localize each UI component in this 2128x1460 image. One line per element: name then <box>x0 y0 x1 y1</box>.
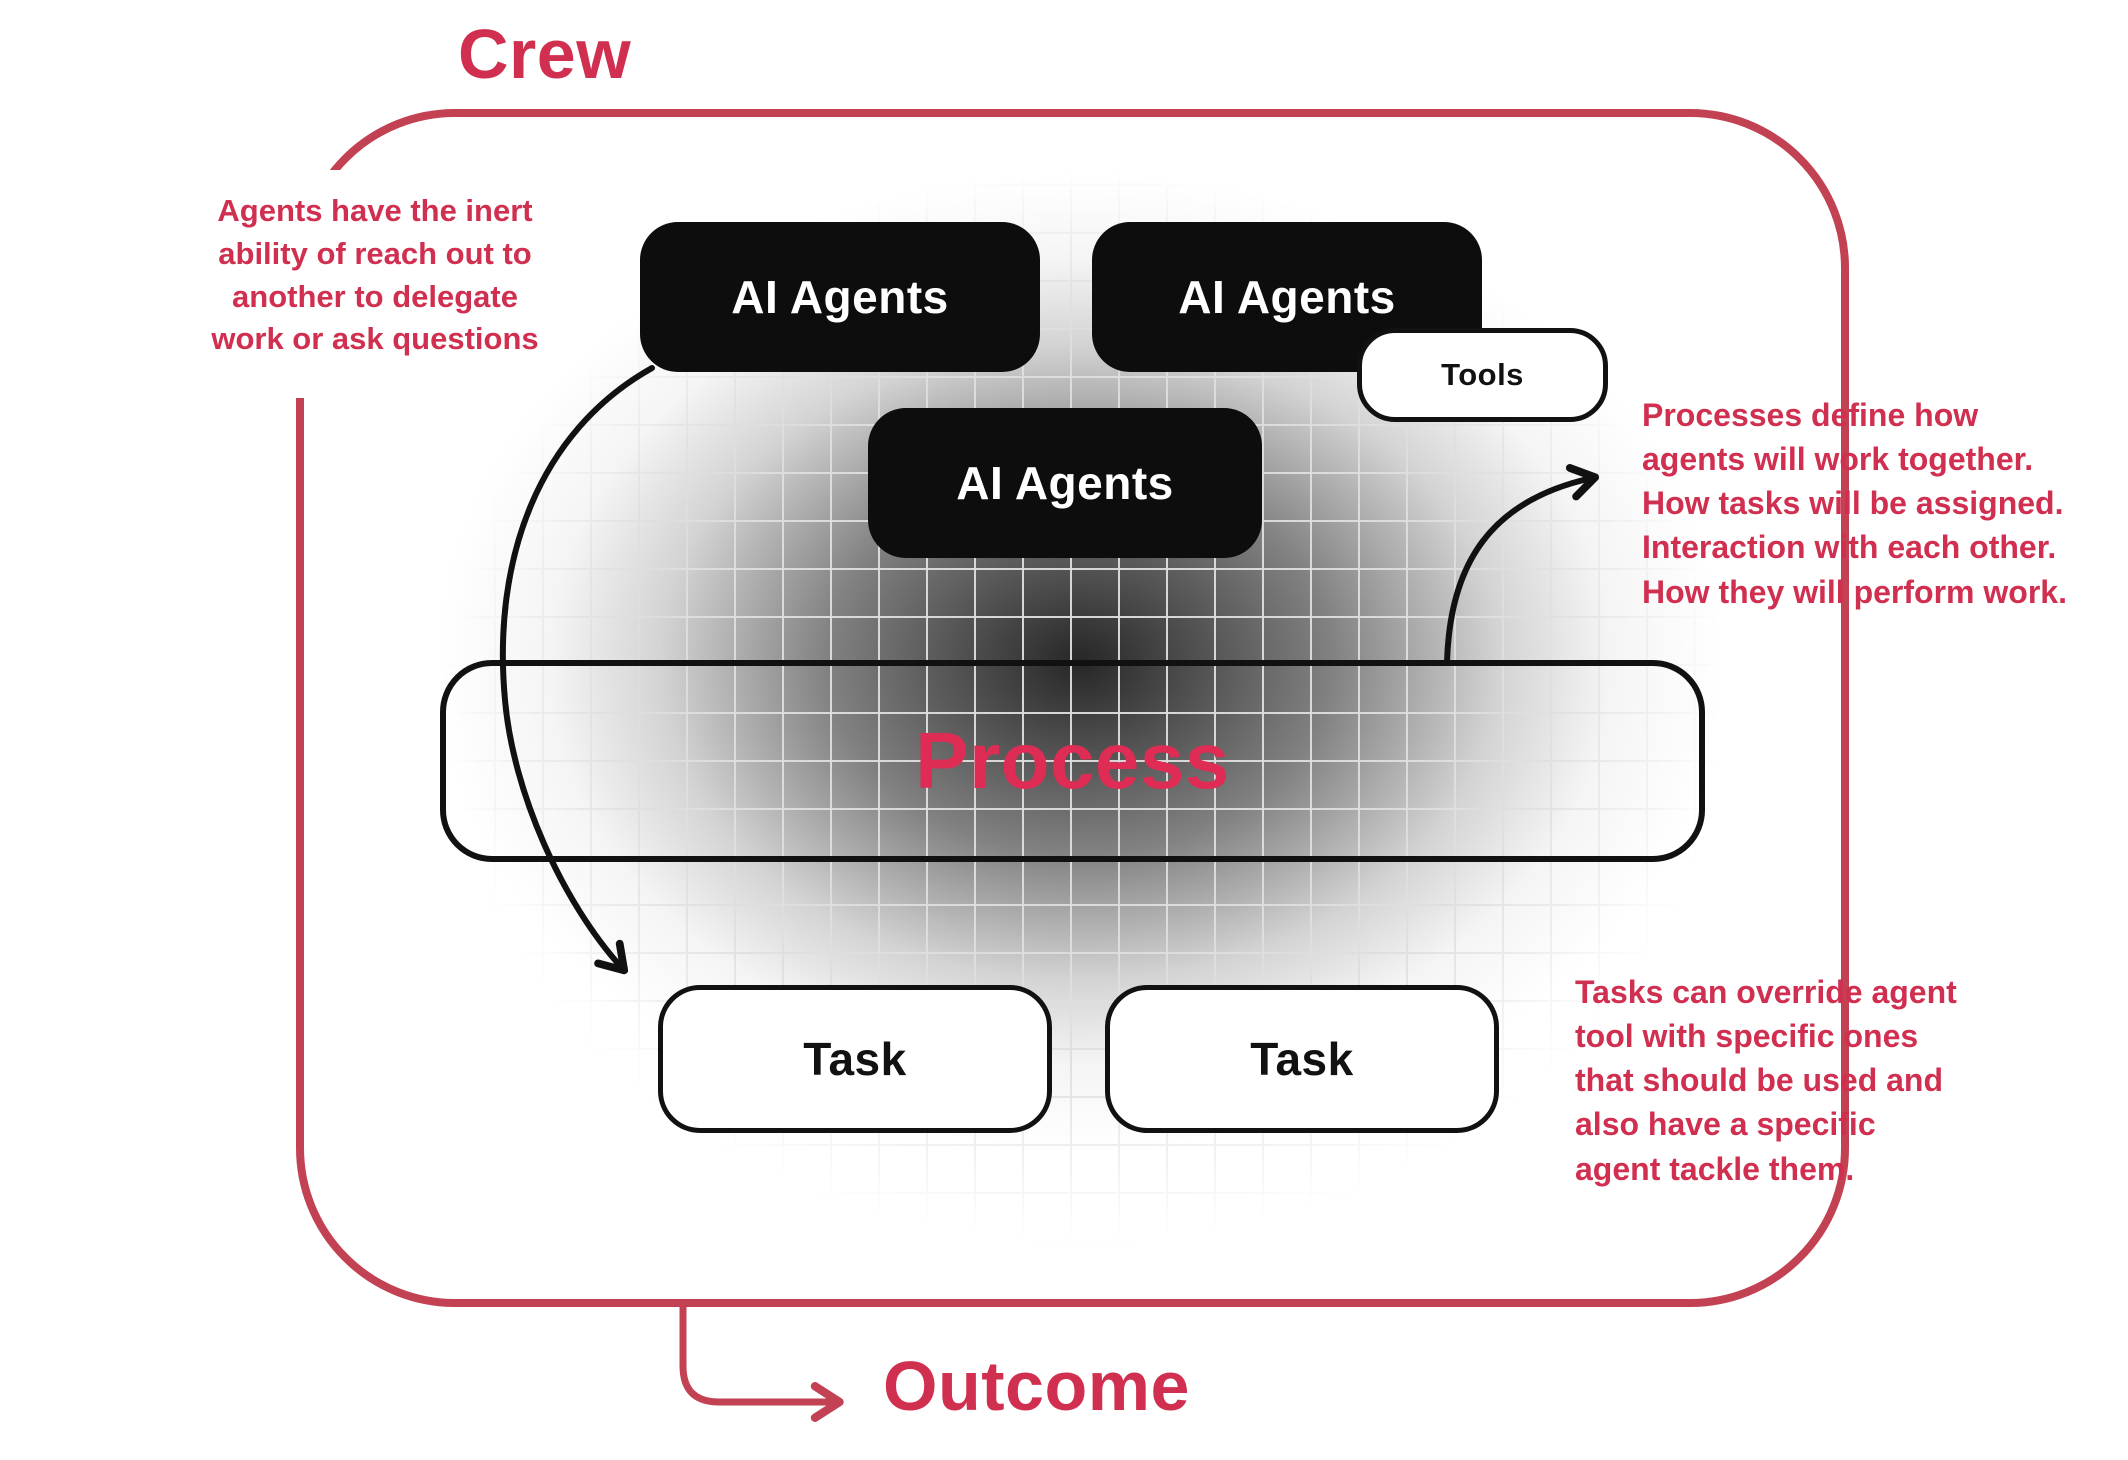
ai-agents-node-top-left: AI Agents <box>640 222 1040 372</box>
tools-node: Tools <box>1357 328 1608 422</box>
process-note: Processes define how agents will work to… <box>1642 397 2067 610</box>
process-node: Process <box>440 660 1705 862</box>
outcome-title: Outcome <box>883 1347 1190 1425</box>
tasks-note: Tasks can override agent tool with speci… <box>1575 974 1957 1187</box>
task-node-left: Task <box>658 985 1052 1133</box>
task-node-right: Task <box>1105 985 1499 1133</box>
ai-agents-node-middle: AI Agents <box>868 408 1262 558</box>
crew-title: Crew <box>458 15 632 93</box>
agents-note: Agents have the inert ability of reach o… <box>211 193 539 357</box>
